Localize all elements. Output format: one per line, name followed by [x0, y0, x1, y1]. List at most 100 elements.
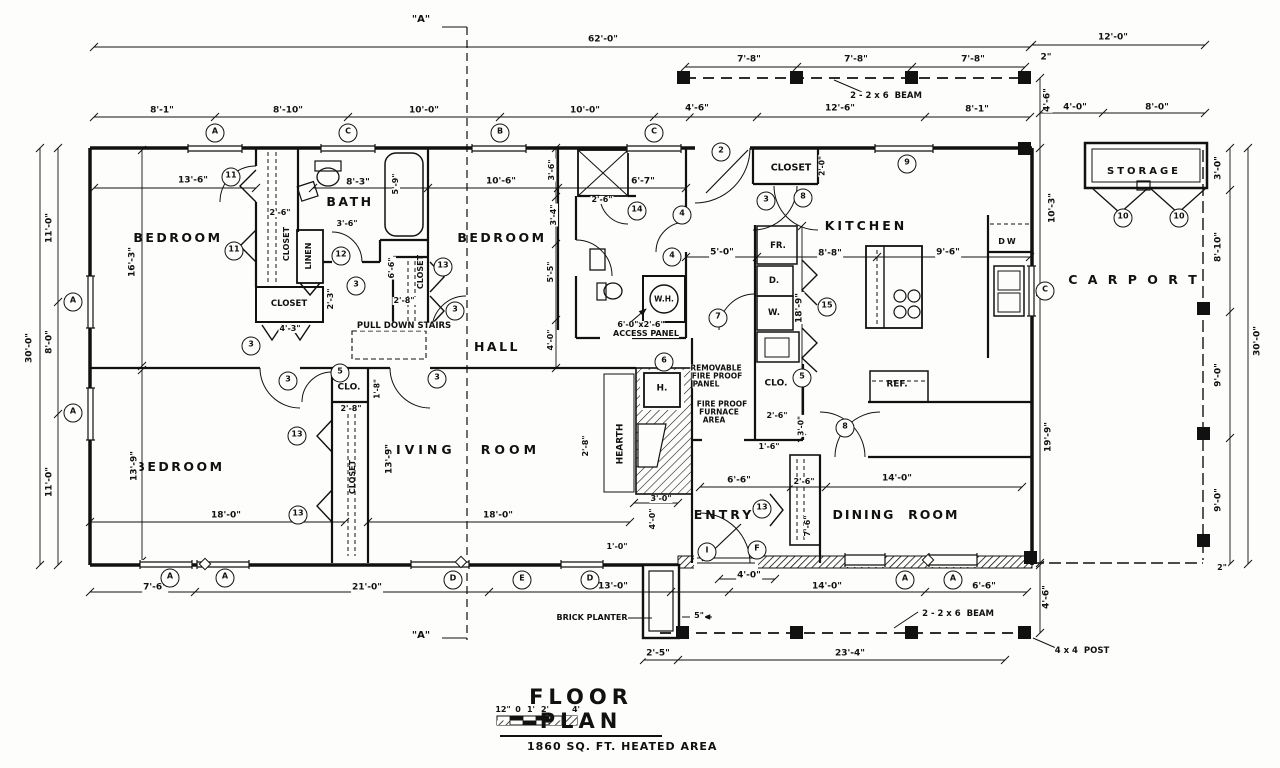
dimension-lines — [39, 44, 1249, 661]
dimension-label: 2'-6" — [590, 195, 614, 204]
keynote-marker-E: E — [512, 570, 532, 590]
fixture-label: CLO. — [764, 378, 788, 389]
dimension-label: 2" — [1039, 52, 1053, 63]
range-burner — [907, 305, 921, 319]
dimension-label: 4'-6" — [1042, 87, 1053, 113]
keynote-marker-12: 12 — [331, 246, 351, 266]
water-heater — [649, 284, 679, 314]
dimension-label: 11'-0" — [44, 466, 55, 498]
kitchen-island — [865, 245, 923, 329]
dimension-label: 62'-0" — [587, 34, 619, 45]
keynote-marker-13: 13 — [288, 505, 308, 525]
dimension-label: 1'-6" — [757, 442, 781, 451]
interior-walls — [90, 148, 1032, 563]
annotation-label: 2 - 2 x 6 BEAM — [922, 608, 994, 619]
keynote-marker-B: B — [490, 123, 510, 143]
dimension-label: 4'-6" — [684, 103, 710, 114]
bath-sink — [296, 180, 319, 202]
dimension-label: 4'-0" — [736, 570, 762, 581]
keynote-marker-C: C — [1035, 281, 1055, 301]
keynote-marker-14: 14 — [627, 201, 647, 221]
keynote-marker-D: D — [580, 570, 600, 590]
closet-box — [255, 286, 324, 323]
room-label: HALL — [473, 338, 521, 354]
dimension-label: 5'-5" — [546, 260, 555, 284]
dimension-label: 12'-0" — [1097, 32, 1129, 43]
annotation-label: BRICK PLANTER — [556, 613, 628, 622]
dimension-label: 2'-8" — [339, 404, 363, 413]
keynote-marker-F: F — [747, 540, 767, 560]
keynote-marker-3: 3 — [756, 191, 776, 211]
dimension-label: 7'-8" — [843, 54, 869, 65]
fixture-label: H. — [656, 383, 668, 394]
dimension-label: 7'-6" — [142, 582, 168, 593]
room-label: KITCHEN — [824, 217, 908, 233]
kitchen-sink — [993, 265, 1025, 317]
fixture-label: D. — [768, 275, 780, 286]
dimension-label: 6'-7" — [630, 176, 656, 187]
dimension-label: 18'-9" — [794, 292, 805, 324]
dimension-label: 5" — [693, 611, 705, 620]
bathtub — [384, 152, 424, 237]
firebox — [637, 423, 667, 468]
storage-doors — [1091, 187, 1207, 214]
dimension-label: 5'-9" — [391, 172, 400, 196]
range-burner — [907, 289, 921, 303]
dimension-label: 1'-0" — [605, 542, 629, 551]
keynote-marker-13: 13 — [752, 499, 772, 519]
fixture-label: CLOSET — [270, 298, 308, 309]
dimension-label: 8'-10" — [272, 105, 304, 116]
dimension-label: 8'-8" — [817, 248, 843, 259]
dimension-label: 6'-6" — [726, 475, 752, 486]
dimension-label: 3'-0" — [1213, 155, 1224, 181]
toilet — [316, 167, 340, 187]
keynote-marker-7: 7 — [708, 308, 728, 328]
dimension-label: 5'-0" — [709, 247, 735, 258]
dimension-label: 4'-0" — [1062, 102, 1088, 113]
dimension-label: 19'-9" — [1043, 421, 1054, 453]
entry-closet-box — [789, 454, 821, 546]
dimension-label: 2'-5" — [645, 648, 671, 659]
keynote-marker-13: 13 — [287, 426, 307, 446]
dimension-label: 11'-0" — [44, 212, 55, 244]
dimension-label: 3'-6" — [547, 158, 556, 182]
keynote-marker-4: 4 — [662, 247, 682, 267]
annotation-label: ACCESS PANEL — [613, 329, 679, 338]
fixture-label: CLOSET — [416, 254, 425, 290]
dimension-label: 8'-10" — [1213, 231, 1224, 263]
scale-label: 12" — [495, 705, 511, 714]
closet-rod-dashes — [267, 152, 878, 556]
annotation-label: 2 - 2 x 6 BEAM — [850, 90, 922, 101]
dimension-label: 10'-6" — [485, 176, 517, 187]
dimension-label: 7'-6" — [803, 514, 812, 538]
dimension-label: 30'-0" — [1252, 325, 1263, 357]
bifold-doors — [239, 169, 818, 527]
keynote-marker-8: 8 — [835, 418, 855, 438]
fixture-label: W.H. — [654, 294, 674, 304]
dimension-label: 14'-0" — [881, 473, 913, 484]
dimension-label: 6'-6" — [971, 581, 997, 592]
dimension-label: 2'-8" — [581, 434, 590, 458]
annotation-label: FIRE PROOF — [691, 371, 743, 381]
keynote-marker-13: 13 — [433, 257, 453, 277]
fixture-label: FR. — [770, 240, 786, 251]
annotation-label: REMOVABLE — [690, 363, 742, 373]
keynote-marker-A: A — [215, 568, 235, 588]
keynote-marker-10: 10 — [1113, 208, 1133, 228]
annotation-label: PULL DOWN STAIRS — [356, 320, 452, 331]
dimension-label: 10'-0" — [569, 105, 601, 116]
leader-arrows — [442, 26, 1057, 649]
dimension-label: 3'-0" — [796, 415, 806, 437]
room-label: BATH — [326, 193, 374, 209]
keynote-marker-A: A — [63, 292, 83, 312]
range-burner — [893, 289, 907, 303]
keynote-marker-3: 3 — [241, 336, 261, 356]
keynote-marker-8: 8 — [793, 188, 813, 208]
keynote-marker-3: 3 — [278, 371, 298, 391]
keynote-marker-A: A — [160, 568, 180, 588]
keynote-marker-A: A — [63, 403, 83, 423]
fixture-label: CLOSET — [770, 162, 812, 174]
freezer-box — [756, 225, 798, 265]
annotation-label: 4 x 4 POST — [1054, 645, 1110, 656]
carport-edge — [1032, 150, 1204, 564]
